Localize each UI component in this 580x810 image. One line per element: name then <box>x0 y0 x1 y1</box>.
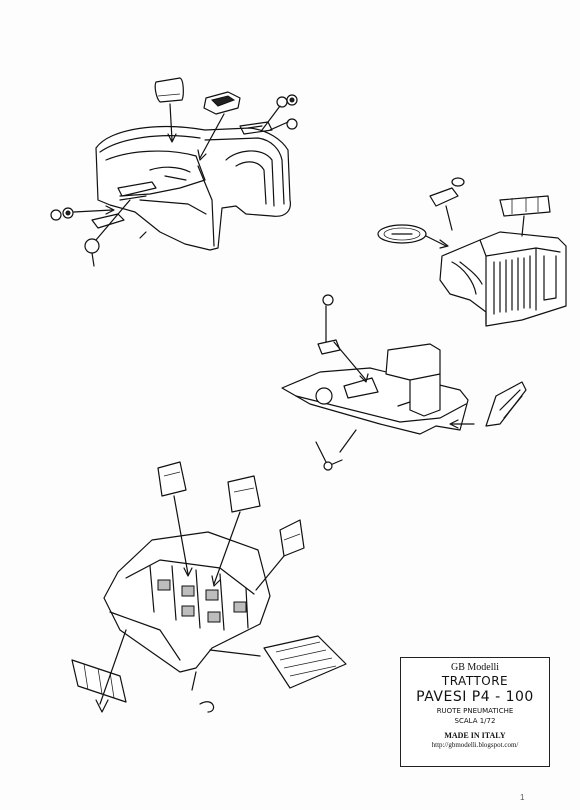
website-url: http://gbmodelli.blogspot.com/ <box>431 741 519 749</box>
page-mark: 1 <box>520 793 525 802</box>
seat-c <box>279 519 305 557</box>
seat-b <box>227 475 261 513</box>
seat-part <box>154 77 184 103</box>
kit-title: TRATTORE <box>441 674 509 688</box>
assembly-body-front <box>50 77 298 267</box>
seat-a <box>157 461 187 497</box>
kit-scale: SCALA 1/72 <box>454 717 496 725</box>
assembly-cab-floor <box>71 461 347 713</box>
kit-model: PAVESI P4 - 100 <box>416 689 534 705</box>
assembly-chassis <box>281 294 527 471</box>
assembly-hood <box>377 177 567 327</box>
made-in: MADE IN ITALY <box>444 731 506 740</box>
brand-name: GB Modelli <box>450 662 500 673</box>
title-label-box: GB Modelli TRATTORE PAVESI P4 - 100 RUOT… <box>400 657 550 767</box>
kit-subtitle: RUOTE PNEUMATICHE <box>436 707 514 715</box>
